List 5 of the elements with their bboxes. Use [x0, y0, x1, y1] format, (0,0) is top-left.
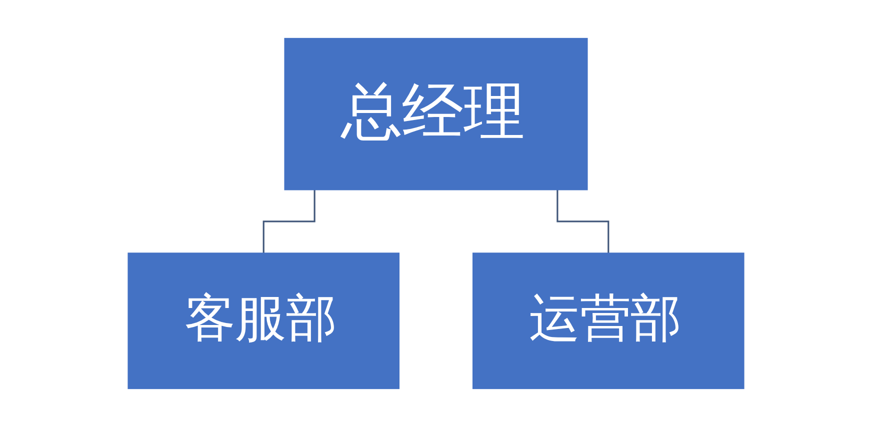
connector [556, 190, 610, 254]
node-box: 客服部 [128, 252, 400, 390]
node-box: 运营部 [472, 252, 744, 390]
node-box: 总经理 [284, 38, 588, 190]
connector [262, 190, 316, 254]
